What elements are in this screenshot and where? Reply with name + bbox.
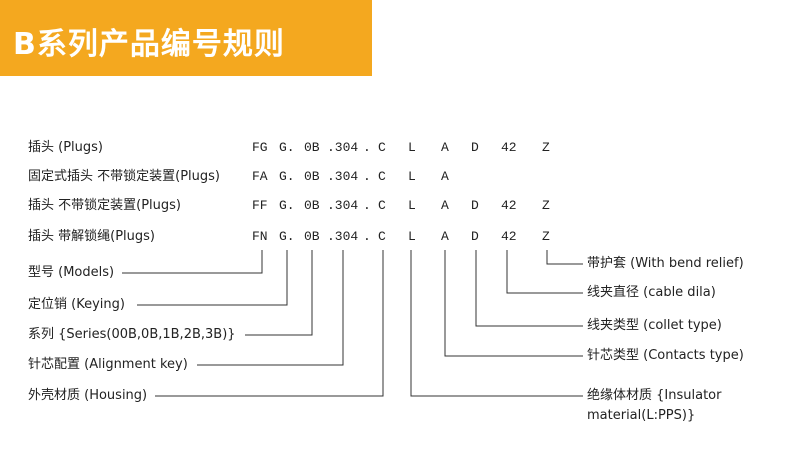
line-housing <box>155 250 384 397</box>
code-segment: D <box>471 229 479 244</box>
code-segment: 0B <box>304 198 320 213</box>
code-segment: 0B <box>304 229 320 244</box>
code-segment: . <box>363 198 371 213</box>
code-segment: A <box>441 169 449 184</box>
line-contacts <box>444 250 583 357</box>
code-segment: D <box>471 198 479 213</box>
code-segment: C <box>378 229 386 244</box>
code-segment: . <box>363 229 371 244</box>
code-segment: L <box>408 198 416 213</box>
legend-insulator-2: material(L:PPS)} <box>587 408 696 423</box>
row-label: 插头 (Plugs) <box>28 140 103 155</box>
code-segment: A <box>441 198 449 213</box>
legend-models: 型号 (Models) <box>28 265 115 280</box>
legend-cable-dia: 线夹直径 (cable dila) <box>587 285 716 300</box>
code-segment: L <box>408 229 416 244</box>
legend-series: 系列 {Series(00B,0B,1B,2B,3B)} <box>28 327 236 342</box>
code-segment: FG <box>252 140 268 155</box>
legend-collet-type: 线夹类型 (collet type) <box>587 318 722 333</box>
code-segment: Z <box>542 198 550 213</box>
code-segment: 42 <box>501 140 517 155</box>
code-segment: 0B <box>304 140 320 155</box>
code-segment: . <box>363 169 371 184</box>
code-segment: .304 <box>327 198 359 213</box>
line-insulator <box>410 250 583 397</box>
legend-insulator: 绝缘体材质 {Insulator <box>587 388 722 403</box>
code-segment: Z <box>542 229 550 244</box>
legend-keying: 定位销 (Keying) <box>28 297 125 312</box>
code-segment: C <box>378 198 386 213</box>
code-segment: G. <box>279 169 295 184</box>
code-segment: L <box>408 140 416 155</box>
legend-bend-relief: 带护套 (With bend relief) <box>587 256 744 271</box>
code-segment: .304 <box>327 229 359 244</box>
line-alignment <box>197 250 344 366</box>
row-label: 插头 不带锁定装置(Plugs) <box>28 198 181 213</box>
line-models <box>122 250 263 274</box>
code-segment: A <box>441 140 449 155</box>
code-segment: FF <box>252 198 268 213</box>
code-segment: 42 <box>501 198 517 213</box>
line-bend <box>546 250 583 265</box>
row-label: 插头 带解锁绳(Plugs) <box>28 229 155 244</box>
legend-contacts-type: 针芯类型 (Contacts type) <box>587 348 744 363</box>
code-segment: L <box>408 169 416 184</box>
code-segment: G. <box>279 140 295 155</box>
code-segment: FN <box>252 229 268 244</box>
line-collet <box>475 250 583 327</box>
row-label: 固定式插头 不带锁定装置(Plugs) <box>28 169 220 184</box>
title-banner: B系列产品编号规则 <box>0 0 372 76</box>
line-series <box>245 250 313 336</box>
code-segment: FA <box>252 169 268 184</box>
code-segment: 0B <box>304 169 320 184</box>
legend-alignment: 针芯配置 (Alignment key) <box>28 357 188 372</box>
code-segment: G. <box>279 198 295 213</box>
code-segment: Z <box>542 140 550 155</box>
legend-housing: 外壳材质 (Housing) <box>28 388 148 403</box>
code-segment: C <box>378 140 386 155</box>
code-segment: D <box>471 140 479 155</box>
code-segment: 42 <box>501 229 517 244</box>
line-cable <box>506 250 583 294</box>
code-segment: . <box>363 140 371 155</box>
code-segment: .304 <box>327 169 359 184</box>
line-keying <box>137 250 288 306</box>
code-segment: A <box>441 229 449 244</box>
code-segment: C <box>378 169 386 184</box>
code-segment: .304 <box>327 140 359 155</box>
code-segment: G. <box>279 229 295 244</box>
page-title: B系列产品编号规则 <box>13 27 285 62</box>
